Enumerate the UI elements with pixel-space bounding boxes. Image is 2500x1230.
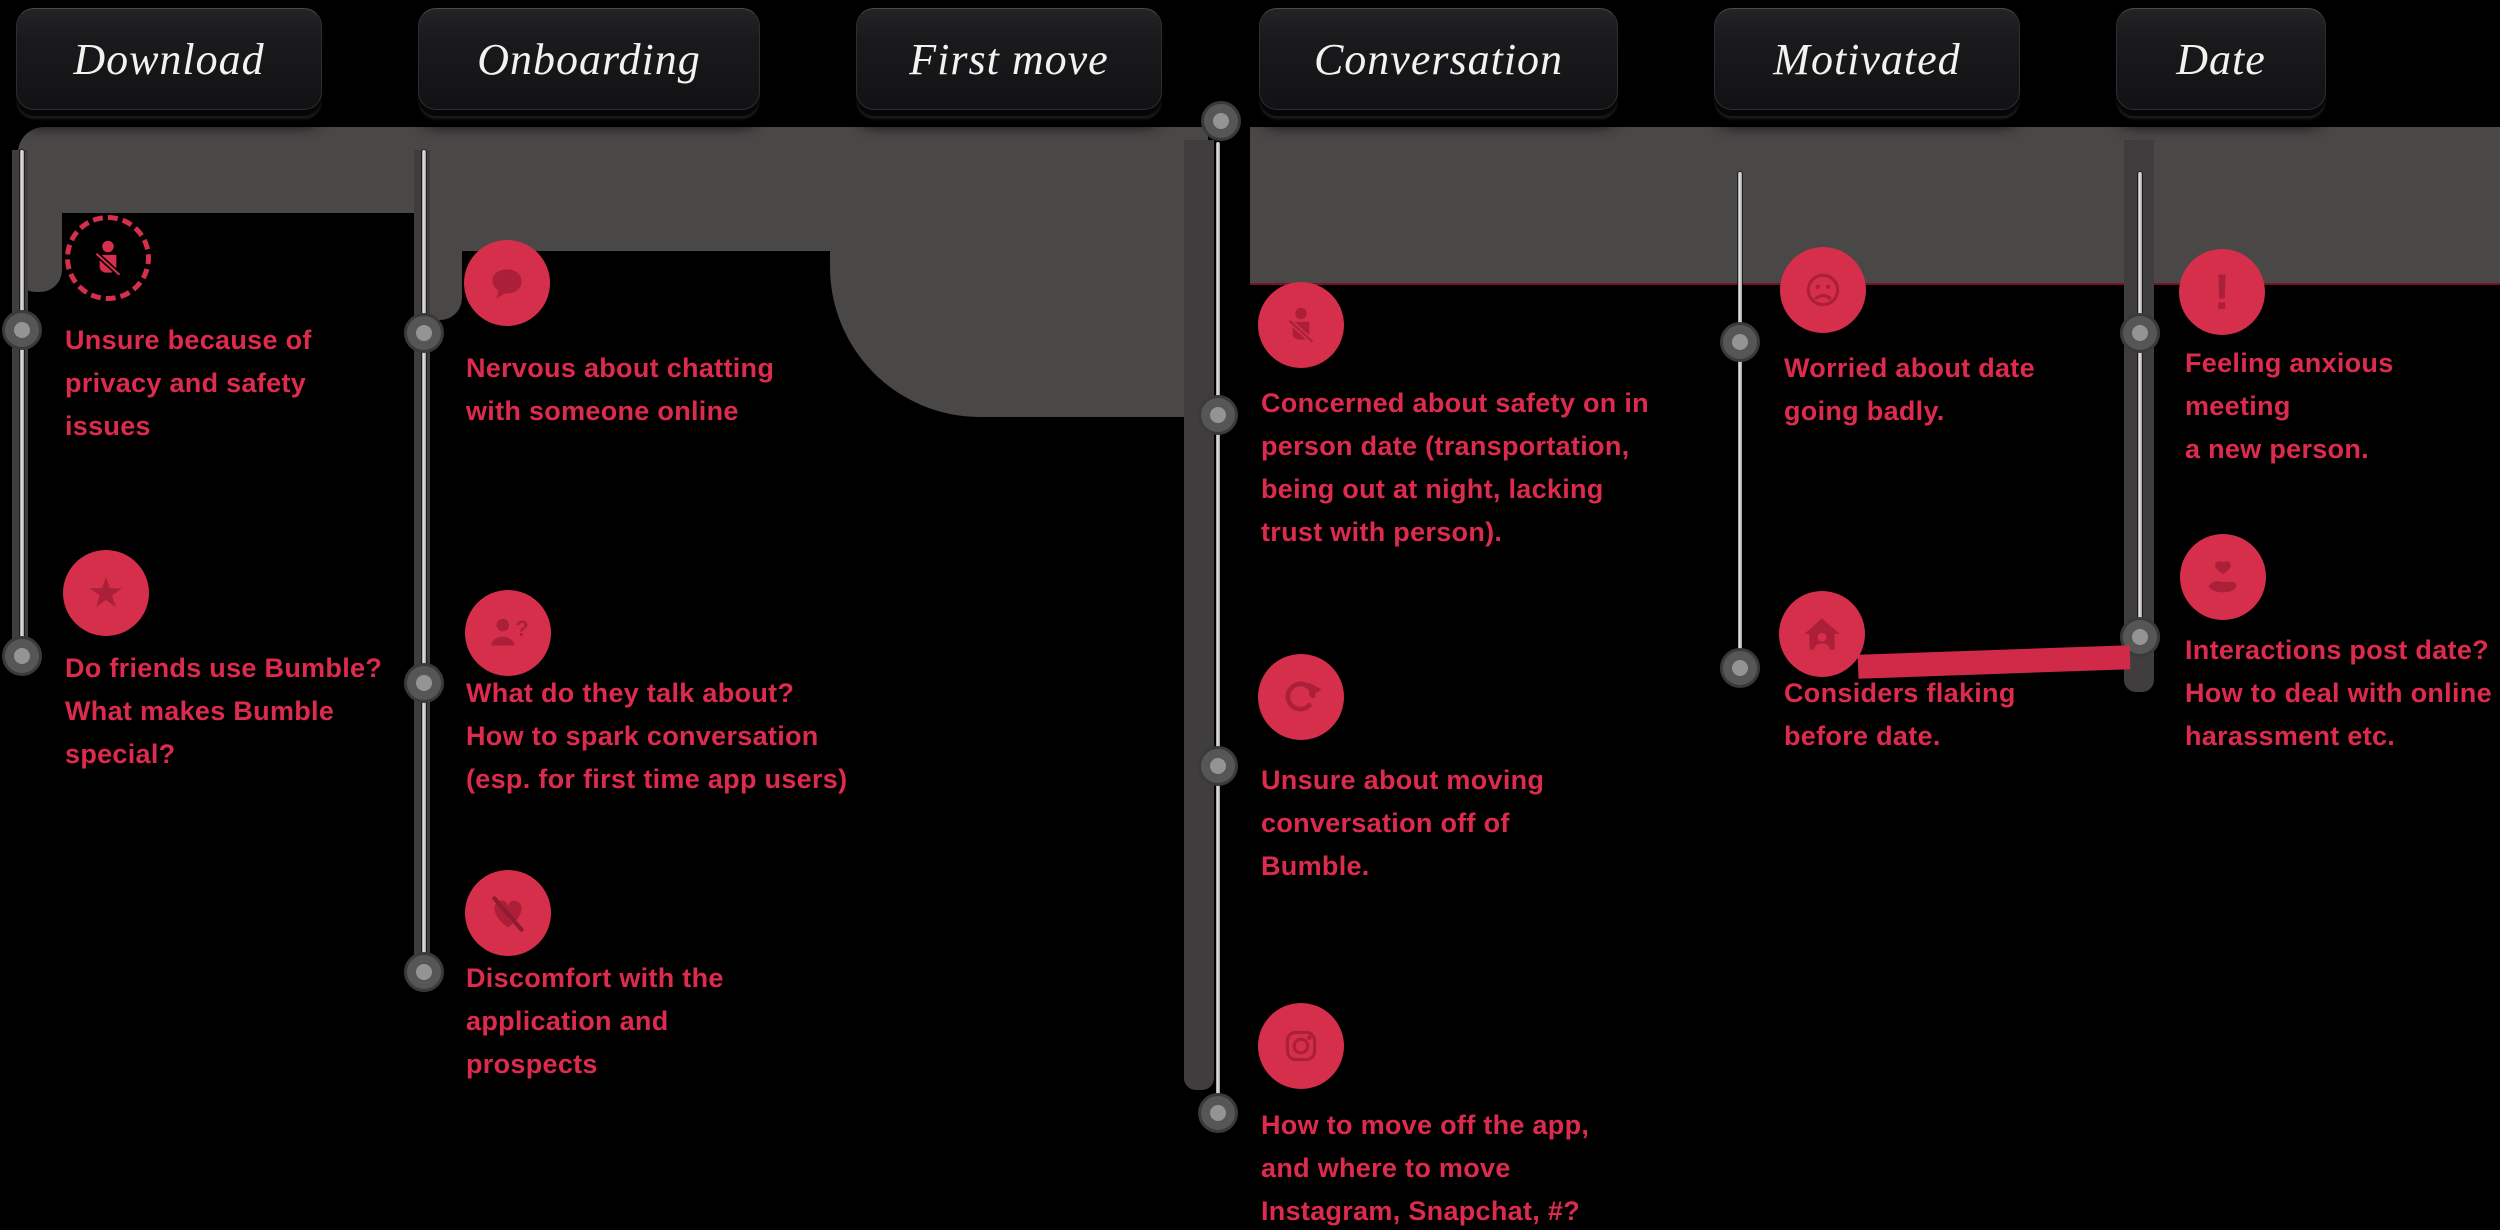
stage-date[interactable]: Date (2116, 8, 2326, 110)
house-person-icon (1779, 591, 1865, 677)
exclamation-icon: ! (2179, 249, 2265, 335)
person-question-icon: ? (465, 590, 551, 676)
stage-first-move[interactable]: First move (856, 8, 1162, 110)
stage-motivated[interactable]: Motivated (1714, 8, 2020, 110)
journey-path-band-left (18, 127, 430, 213)
instagram-icon (1258, 1003, 1344, 1089)
path-node (404, 952, 444, 992)
hand-heart-icon (2180, 534, 2266, 620)
note-text: Interactions post date? How to deal with… (2185, 635, 2492, 751)
svg-text:?: ? (515, 616, 528, 641)
note-text: Feeling anxious meeting a new person. (2185, 348, 2394, 464)
note-text: Do friends use Bumble? What makes Bumble… (65, 653, 383, 769)
seatbelt-icon (1258, 282, 1344, 368)
heart-off-icon (465, 870, 551, 956)
note-text: Worried about date going badly. (1784, 353, 2035, 426)
note-text: Concerned about safety on in person date… (1261, 388, 1649, 547)
journey-path-bar-conversation (1184, 140, 1214, 1090)
stage-download[interactable]: Download (16, 8, 322, 110)
path-node (404, 663, 444, 703)
path-node (2120, 313, 2160, 353)
note-text: Discomfort with the application and pros… (466, 963, 724, 1079)
sad-face-icon (1780, 247, 1866, 333)
path-node (404, 313, 444, 353)
note-text: How to move off the app, and where to mo… (1261, 1110, 1590, 1226)
note-text: What do they talk about? How to spark co… (466, 678, 848, 794)
path-node (1720, 322, 1760, 362)
journey-line-date (2138, 172, 2142, 639)
path-node (1720, 648, 1760, 688)
journey-line-motivated (1738, 172, 1742, 670)
journey-line-onboarding (422, 150, 426, 974)
journey-path-band-right (1250, 127, 2500, 285)
chat-bubble-icon (464, 240, 550, 326)
seatbelt-icon (65, 215, 151, 301)
stage-onboarding[interactable]: Onboarding (418, 8, 760, 110)
path-node (1198, 746, 1238, 786)
note-text: Nervous about chatting with someone onli… (466, 353, 775, 426)
path-node (2, 636, 42, 676)
journey-line-download (20, 150, 24, 658)
path-node (1198, 395, 1238, 435)
redo-arrow-icon (1258, 654, 1344, 740)
path-node-junction (1201, 101, 1241, 141)
star-icon: ★ (63, 550, 149, 636)
note-text: Considers flaking before date. (1784, 678, 2016, 751)
note-text: Unsure about moving conversation off of … (1261, 765, 1545, 881)
path-node (1198, 1093, 1238, 1133)
journey-path-slab-first-move (830, 127, 1208, 417)
path-node (2, 310, 42, 350)
journey-line-conversation (1216, 142, 1220, 1115)
note-text: Unsure because of privacy and safety iss… (65, 325, 312, 441)
stage-conversation[interactable]: Conversation (1259, 8, 1618, 110)
